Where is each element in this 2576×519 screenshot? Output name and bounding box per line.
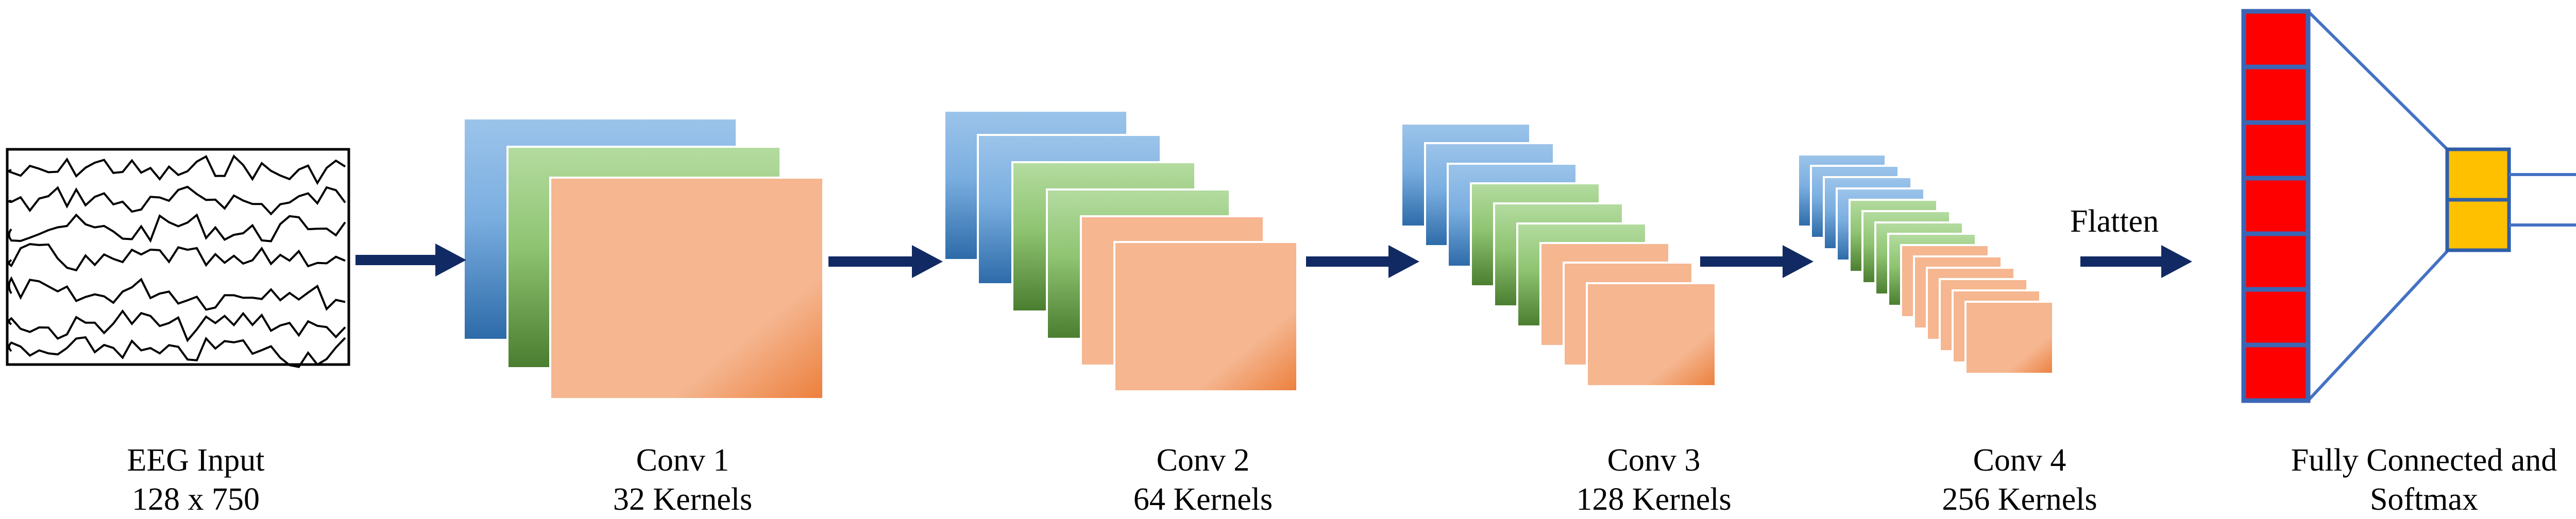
feature-map-orange — [1964, 301, 2054, 375]
caption-fully-connected: Fully Connected and Softmax — [2291, 441, 2557, 519]
conv2-feature-maps — [943, 110, 1298, 392]
arrow-conv1-to-conv2 — [828, 245, 943, 278]
caption-conv3: Conv 3 128 Kernels — [1576, 441, 1731, 519]
caption-subtitle: 32 Kernels — [613, 482, 753, 517]
caption-title: Fully Connected and — [2291, 443, 2557, 478]
flatten-neuron — [2241, 120, 2311, 181]
conv4-feature-maps — [1797, 153, 2054, 375]
arrow-conv2-to-conv3 — [1306, 245, 1419, 278]
feature-map-orange — [1113, 241, 1298, 392]
fc-connection-top — [2307, 10, 2449, 151]
fc-connection-bottom — [2307, 250, 2449, 402]
arrow-head — [1388, 245, 1419, 278]
flatten-neuron — [2241, 342, 2311, 403]
arrow-shaft — [1306, 256, 1391, 267]
flatten-neuron — [2241, 64, 2311, 125]
caption-eeg-input: EEG Input 128 x 750 — [127, 441, 265, 519]
arrow-head — [1783, 245, 1814, 278]
feature-map-orange — [549, 177, 824, 400]
caption-subtitle: 256 Kernels — [1942, 482, 2097, 517]
caption-conv4: Conv 4 256 Kernels — [1942, 441, 2097, 519]
caption-subtitle: 128 Kernels — [1576, 482, 1732, 517]
caption-conv1: Conv 1 32 Kernels — [613, 441, 752, 519]
arrow-head — [912, 245, 943, 278]
caption-subtitle: Softmax — [2369, 482, 2479, 517]
eeg-trace — [8, 336, 346, 368]
caption-title: Conv 1 — [636, 443, 730, 478]
caption-title: Conv 3 — [1607, 443, 1701, 478]
caption-title: Conv 4 — [1973, 443, 2066, 478]
eeg-trace — [8, 154, 346, 185]
conv3-feature-maps — [1400, 123, 1717, 387]
eeg-trace — [8, 243, 346, 272]
arrow-shaft — [2080, 256, 2164, 267]
feature-map-orange — [1586, 282, 1717, 387]
caption-title: Conv 2 — [1156, 443, 1250, 478]
arrow-shaft — [1700, 256, 1785, 267]
arrow-flatten — [2080, 245, 2192, 278]
caption-title: EEG Input — [127, 443, 265, 478]
flatten-neuron — [2241, 231, 2311, 292]
eeg-trace — [8, 309, 346, 342]
eeg-trace — [8, 185, 346, 216]
flatten-label: Flatten — [2070, 204, 2159, 239]
conv1-feature-maps — [463, 117, 824, 400]
flatten-neuron — [2241, 287, 2311, 348]
eeg-input-panel — [6, 148, 350, 368]
flatten-neuron — [2241, 176, 2311, 236]
eeg-trace — [8, 213, 346, 243]
arrow-input-to-conv1 — [355, 244, 466, 276]
caption-subtitle: 128 x 750 — [131, 482, 260, 517]
arrow-shaft — [355, 255, 438, 265]
eeg-trace — [8, 276, 346, 311]
softmax-unit — [2445, 147, 2511, 202]
arrow-head — [435, 244, 466, 276]
caption-subtitle: 64 Kernels — [1133, 482, 1273, 517]
arrow-shaft — [828, 256, 914, 267]
caption-conv2: Conv 2 64 Kernels — [1133, 441, 1273, 519]
softmax-unit — [2445, 198, 2511, 252]
fully-connected-block — [2241, 9, 2576, 403]
flow-arrows — [355, 244, 2192, 278]
arrow-conv3-to-conv4 — [1700, 245, 1814, 278]
arrow-head — [2161, 245, 2192, 278]
eeg-signal-traces — [8, 154, 346, 368]
flatten-neuron — [2241, 9, 2311, 70]
